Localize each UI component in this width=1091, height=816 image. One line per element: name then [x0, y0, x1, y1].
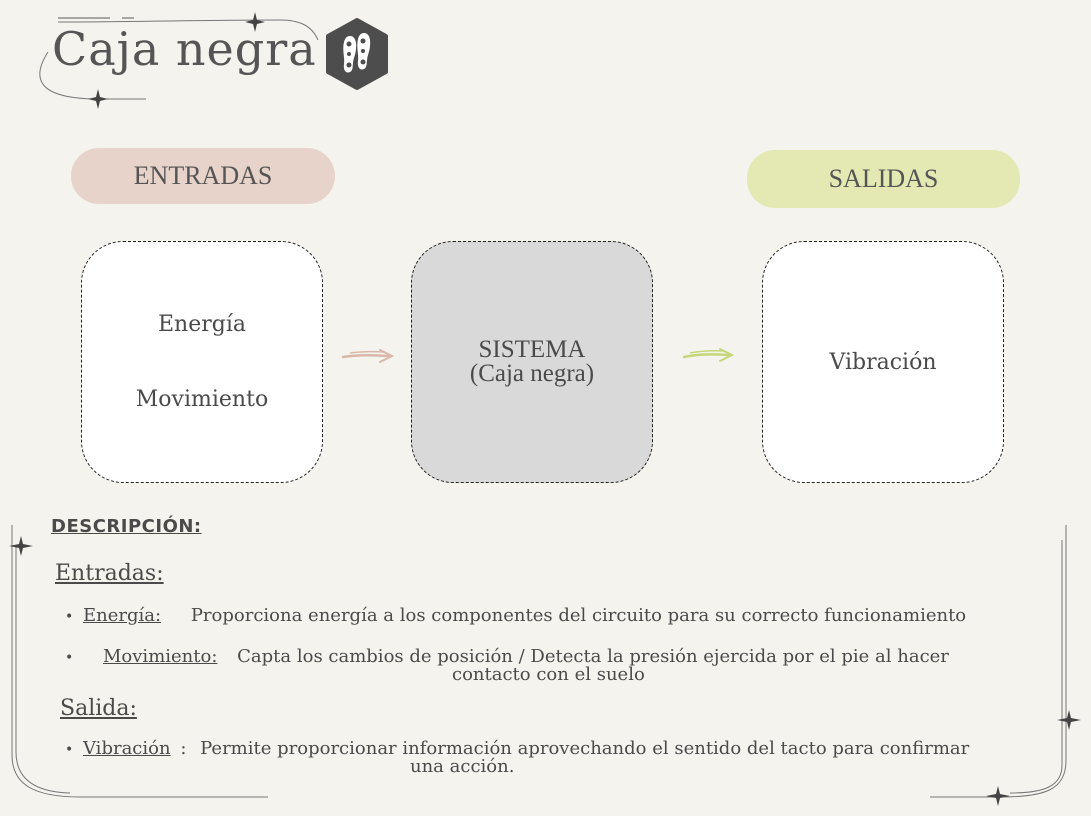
desc-movimiento-line1: Capta los cambios de posición / Detecta …: [237, 646, 949, 667]
outputs-box: Vibración: [762, 241, 1004, 483]
term-vibracion: Vibración: [83, 738, 171, 759]
list-item: • Movimiento: Capta los cambios de posic…: [65, 646, 949, 667]
term-movimiento: Movimiento:: [103, 646, 218, 667]
inputs-label: ENTRADAS: [71, 148, 335, 204]
page-title: Caja negra: [52, 22, 317, 76]
desc-vibracion-line1: Permite proporcionar información aprovec…: [200, 738, 970, 759]
output-vibracion: Vibración: [829, 349, 937, 375]
system-box: SISTEMA (Caja negra): [411, 241, 653, 483]
input-movimiento: Movimiento: [135, 387, 269, 412]
input-energia: Energía: [158, 312, 246, 337]
sparkle-icon: [986, 786, 1010, 806]
list-item: • Vibración : Permite proporcionar infor…: [65, 738, 970, 759]
separator: :: [180, 738, 187, 759]
inputs-box: Energía Movimiento: [81, 241, 323, 483]
term-energia: Energía:: [83, 605, 162, 626]
sparkle-icon: [245, 12, 265, 32]
outputs-label: SALIDAS: [747, 150, 1020, 208]
sparkle-icon: [1057, 710, 1081, 730]
arrow-system-to-output: [682, 348, 735, 362]
desc-vibracion-line2: una acción.: [410, 756, 515, 777]
system-title: SISTEMA: [478, 336, 586, 363]
description-heading: DESCRIPCIÓN:: [51, 516, 202, 537]
desc-energia: Proporciona energía a los componentes de…: [190, 605, 967, 626]
sparkle-icon: [88, 89, 108, 109]
arrow-input-to-system: [341, 349, 395, 363]
sparkle-icon: [9, 536, 33, 556]
footprints-icon: [326, 18, 388, 90]
system-subtitle: (Caja negra): [469, 360, 595, 387]
desc-movimiento-line2: contacto con el suelo: [452, 664, 645, 685]
output-subheading: Salida:: [60, 696, 137, 721]
inputs-subheading: Entradas:: [55, 561, 164, 586]
list-item: • Energía: Proporciona energía a los com…: [65, 605, 967, 626]
